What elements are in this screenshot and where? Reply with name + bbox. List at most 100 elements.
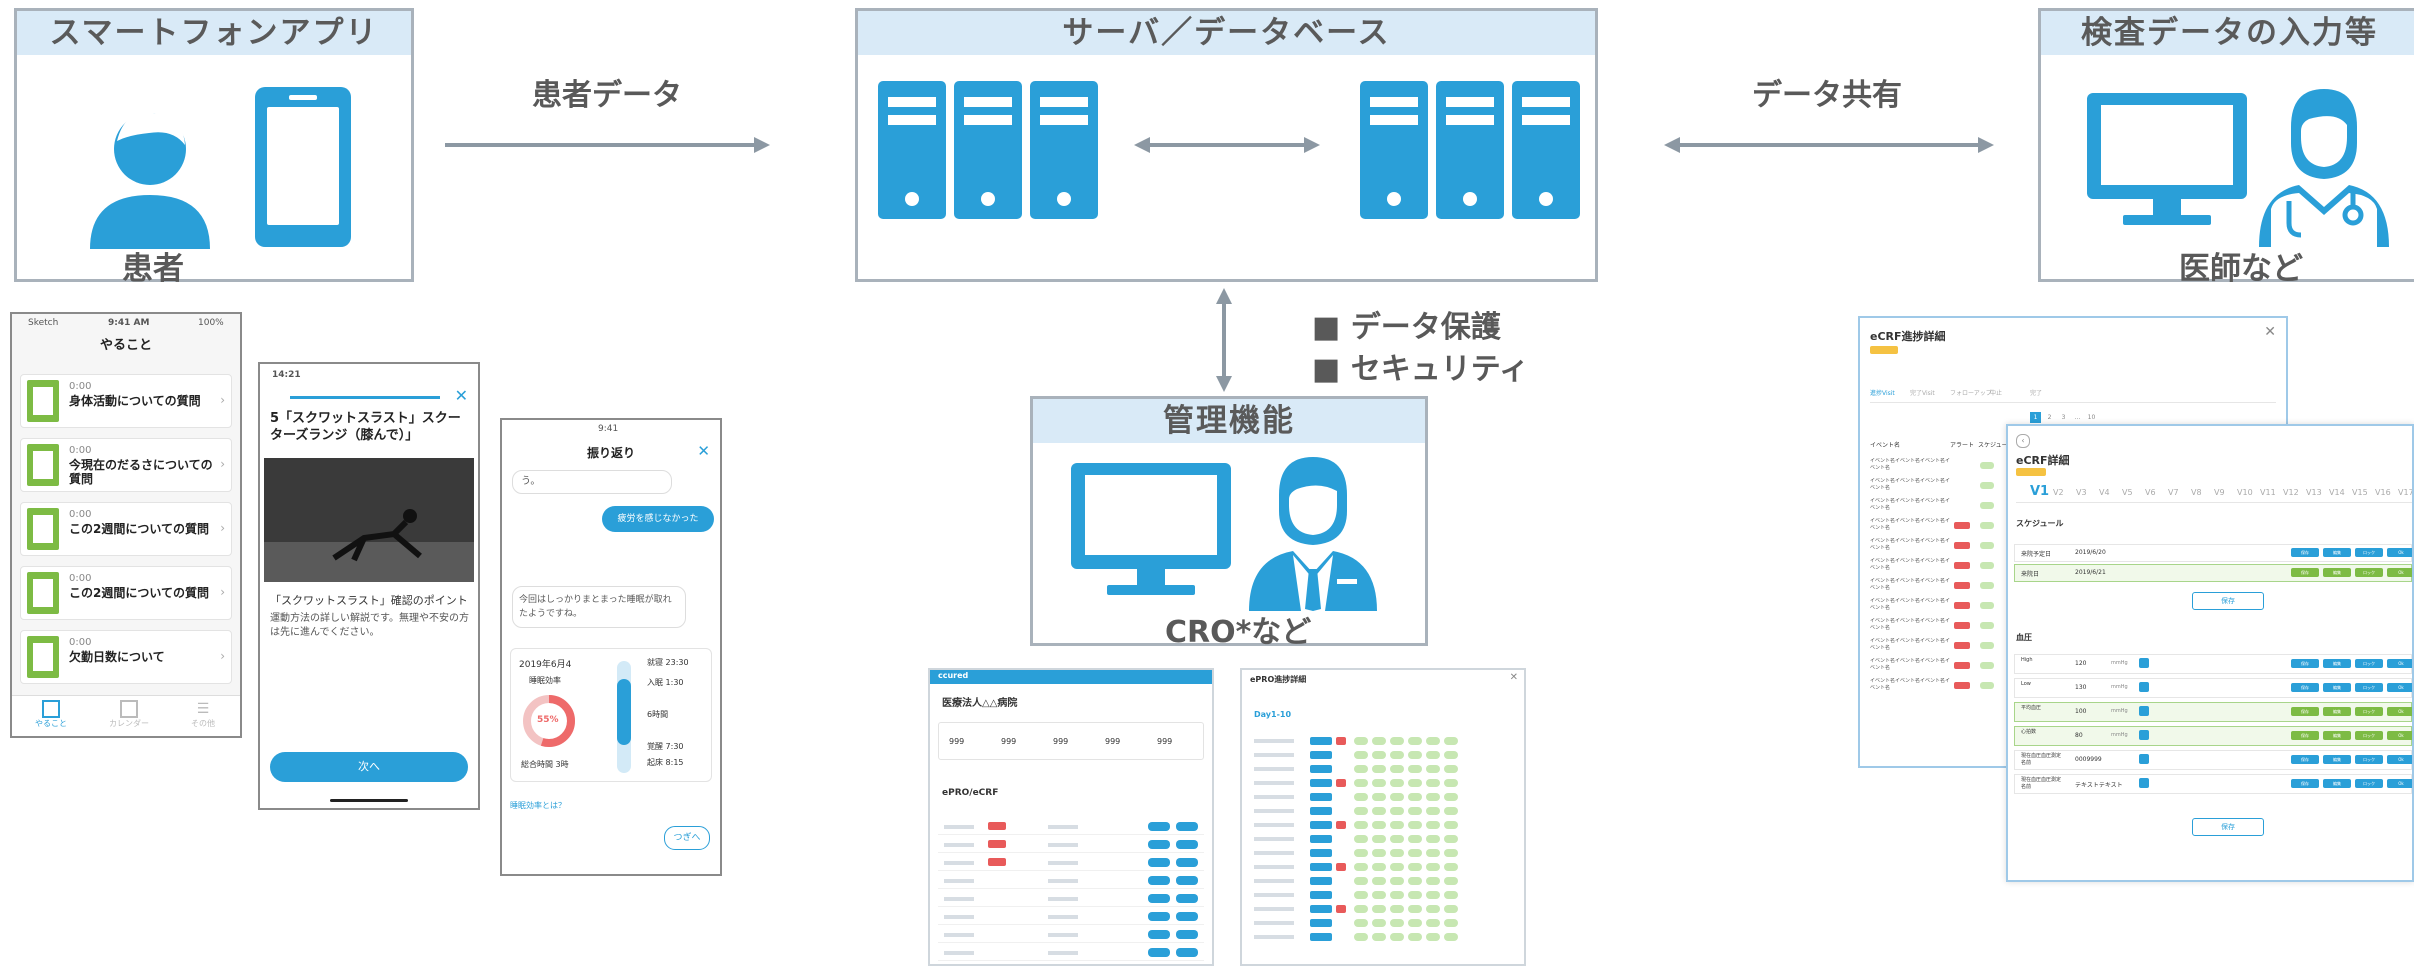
- chat-bubble-2[interactable]: 疲労を感じなかった: [602, 506, 714, 532]
- visit-tab[interactable]: V17: [2398, 488, 2414, 497]
- ecrf-tab[interactable]: 進捗Visit: [1870, 390, 1895, 397]
- action-button[interactable]: [1148, 912, 1170, 921]
- comment-icon[interactable]: [2139, 754, 2149, 764]
- close-icon[interactable]: ✕: [697, 442, 710, 460]
- action-button[interactable]: Ok: [2387, 548, 2412, 557]
- comment-icon[interactable]: [2139, 682, 2149, 692]
- action-button[interactable]: 保存: [2291, 779, 2319, 788]
- action-button[interactable]: ロック: [2355, 659, 2383, 668]
- ecrf-tab[interactable]: 完了Visit: [1910, 390, 1935, 397]
- visit-tab[interactable]: V14: [2329, 488, 2345, 497]
- day-tab[interactable]: Day1-10: [1254, 710, 1292, 719]
- visit-tab[interactable]: V3: [2076, 488, 2087, 497]
- action-button[interactable]: [1176, 912, 1198, 921]
- visit-tab[interactable]: V1: [2030, 484, 2050, 499]
- action-button[interactable]: [1148, 876, 1170, 885]
- visit-tab[interactable]: V12: [2283, 488, 2299, 497]
- action-button[interactable]: ロック: [2355, 548, 2383, 557]
- value-field[interactable]: テキストテキスト: [2075, 782, 2123, 789]
- action-button[interactable]: [1148, 930, 1170, 939]
- visit-tab[interactable]: V9: [2214, 488, 2225, 497]
- save-button-bottom[interactable]: 保存: [2192, 818, 2264, 836]
- action-button[interactable]: 保存: [2291, 659, 2319, 668]
- sleep-efficiency-link[interactable]: 睡眠効率とは？: [510, 801, 566, 810]
- action-button[interactable]: [1176, 948, 1198, 957]
- visit-tab[interactable]: V15: [2352, 488, 2368, 497]
- comment-icon[interactable]: [2139, 730, 2149, 740]
- page-number[interactable]: 2: [2047, 414, 2052, 421]
- visit-tab[interactable]: V11: [2260, 488, 2276, 497]
- close-icon[interactable]: ✕: [1509, 672, 1518, 683]
- visit-tab[interactable]: V2: [2053, 488, 2064, 497]
- action-button[interactable]: 編集: [2323, 659, 2351, 668]
- date-field[interactable]: 2019/6/20: [2075, 549, 2106, 556]
- action-button[interactable]: [1148, 894, 1170, 903]
- action-button[interactable]: Ok: [2387, 731, 2412, 740]
- value-field[interactable]: 130: [2075, 684, 2087, 691]
- action-button[interactable]: [1176, 930, 1198, 939]
- action-button[interactable]: [1176, 894, 1198, 903]
- action-button[interactable]: 編集: [2323, 731, 2351, 740]
- back-icon[interactable]: ‹: [2016, 434, 2030, 448]
- action-button[interactable]: ロック: [2355, 779, 2383, 788]
- action-button[interactable]: Ok: [2387, 683, 2412, 692]
- action-button[interactable]: 編集: [2323, 755, 2351, 764]
- visit-tab[interactable]: V13: [2306, 488, 2322, 497]
- action-button[interactable]: ロック: [2355, 707, 2383, 716]
- value-field[interactable]: 100: [2075, 708, 2087, 715]
- visit-tab[interactable]: V10: [2237, 488, 2253, 497]
- page-number[interactable]: 3: [2061, 414, 2066, 421]
- action-button[interactable]: [1176, 876, 1198, 885]
- action-button[interactable]: ロック: [2355, 731, 2383, 740]
- tab-calendar[interactable]: カレンダー: [104, 700, 154, 729]
- comment-icon[interactable]: [2139, 658, 2149, 668]
- visit-tab[interactable]: V16: [2375, 488, 2391, 497]
- visit-tab[interactable]: V6: [2145, 488, 2156, 497]
- value-field[interactable]: 80: [2075, 732, 2083, 739]
- action-button[interactable]: 編集: [2323, 548, 2351, 557]
- page-number[interactable]: 1: [2030, 412, 2041, 423]
- ecrf-tab[interactable]: 中止: [1990, 390, 2003, 397]
- action-button[interactable]: [1148, 858, 1170, 867]
- action-button[interactable]: 保存: [2291, 548, 2319, 557]
- action-button[interactable]: ロック: [2355, 568, 2383, 577]
- action-button[interactable]: 編集: [2323, 568, 2351, 577]
- page-number[interactable]: …: [2074, 414, 2081, 421]
- visit-tab[interactable]: V7: [2168, 488, 2179, 497]
- date-field[interactable]: 2019/6/21: [2075, 569, 2106, 576]
- save-button[interactable]: 保存: [2192, 592, 2264, 610]
- action-button[interactable]: [1176, 858, 1198, 867]
- exercise-video[interactable]: [264, 458, 474, 582]
- comment-icon[interactable]: [2139, 706, 2149, 716]
- action-button[interactable]: 保存: [2291, 755, 2319, 764]
- value-field[interactable]: 0009999: [2075, 756, 2102, 763]
- tab-other[interactable]: ☰ その他: [178, 700, 228, 729]
- action-button[interactable]: [1176, 840, 1198, 849]
- action-button[interactable]: Ok: [2387, 659, 2412, 668]
- action-button[interactable]: 編集: [2323, 707, 2351, 716]
- action-button[interactable]: ロック: [2355, 683, 2383, 692]
- next-button[interactable]: つぎへ: [664, 826, 710, 850]
- ecrf-tab[interactable]: 完了: [2030, 390, 2043, 397]
- action-button[interactable]: 保存: [2291, 568, 2319, 577]
- action-button[interactable]: [1148, 948, 1170, 957]
- action-button[interactable]: Ok: [2387, 568, 2412, 577]
- value-field[interactable]: 120: [2075, 660, 2087, 667]
- action-button[interactable]: 保存: [2291, 731, 2319, 740]
- action-button[interactable]: ロック: [2355, 755, 2383, 764]
- action-button[interactable]: 保存: [2291, 683, 2319, 692]
- close-icon[interactable]: ✕: [2264, 324, 2276, 340]
- visit-tab[interactable]: V5: [2122, 488, 2133, 497]
- page-number[interactable]: 10: [2087, 414, 2096, 421]
- action-button[interactable]: Ok: [2387, 755, 2412, 764]
- action-button[interactable]: [1148, 840, 1170, 849]
- action-button[interactable]: [1176, 822, 1198, 831]
- comment-icon[interactable]: [2139, 778, 2149, 788]
- ecrf-tab[interactable]: フォローアップ: [1950, 390, 1992, 397]
- action-button[interactable]: 編集: [2323, 779, 2351, 788]
- action-button[interactable]: 編集: [2323, 683, 2351, 692]
